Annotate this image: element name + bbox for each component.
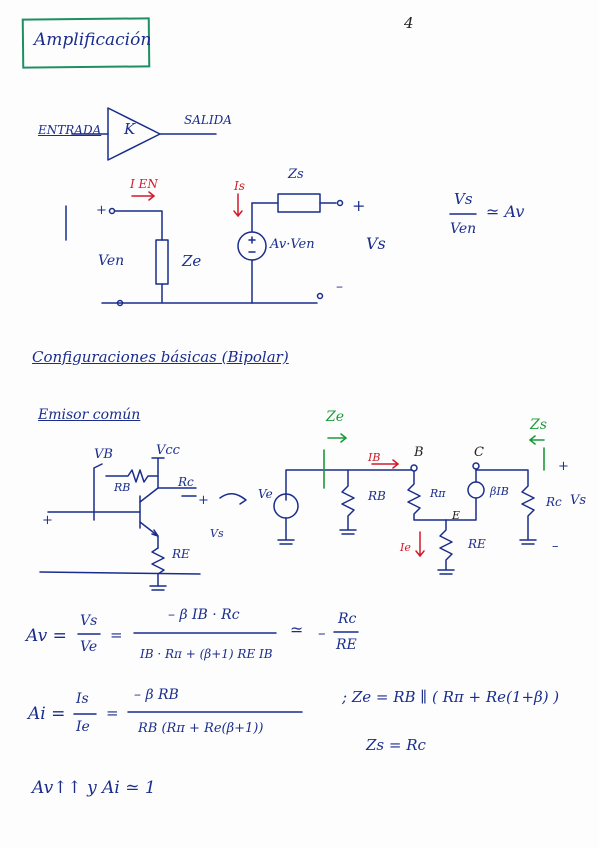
dependent-source-label: Av·Ven [270,237,315,252]
page-number: 4 [404,14,414,32]
ss-rc-label: Rc [546,495,562,509]
node-c-label: C [474,445,484,460]
ss-rb-label: RB [368,489,386,503]
av-frac1-num: Vs [80,613,98,629]
ce-vs-label: Vs [210,527,224,540]
output-minus: – [336,279,343,295]
ce-output-plus: + [198,493,209,508]
ratio-numerator: Vs [454,190,473,208]
av-lhs: Av = [26,626,67,646]
ai-frac-num: Is [76,691,89,707]
small-signal-model [273,462,537,575]
ss-re-label: RE [468,537,486,551]
ve-label: Ve [258,487,273,501]
ai-numerator: – β RB [134,687,179,703]
impedance-markers [323,433,545,489]
block-output-label: SALIDA [184,113,232,127]
ratio-denominator: Ven [450,221,477,237]
re-label: RE [172,547,190,561]
av-approx: ≃ [290,620,304,639]
ss-minus: – [552,539,559,554]
ai-frac-den: Ie [76,719,90,735]
av-result-num: Rc [338,611,357,627]
output-plus: + [352,196,366,215]
rpi-label: Rπ [430,487,446,500]
ratio-result: ≃ Av [486,202,525,221]
amplifier-triangle [71,107,217,161]
input-impedance-equation: ; Ze = RB ∥ ( Rπ + Re(1+β) ) [342,688,560,706]
output-impedance-equation: Zs = Rc [366,736,426,754]
output-impedance-label: Zs [288,167,304,182]
av-frac1-den: Ve [80,639,98,655]
equivalent-circuit [65,193,344,307]
node-e-label: E [452,509,461,522]
av-result-den: RE [336,637,357,653]
rc-label: Rc [178,475,194,489]
ze-label: Ze [326,409,345,425]
ai-denominator: RB (Rπ + Re(β+1)) [138,721,264,736]
av-numerator: – β IB · Rc [168,607,240,623]
input-current-label: I EN [130,177,158,191]
output-voltage-label: Vs [366,234,386,253]
current-arrows [131,191,425,558]
ai-lhs: Ai = [28,704,66,724]
block-gain-label: K [124,120,136,138]
fraction-bars [73,213,477,715]
ib-label: IB [368,451,381,464]
common-emitter-circuit [39,457,247,591]
rb-label: RB [114,481,131,494]
ss-plus: + [558,459,569,474]
av-denominator: IB · Rπ + (β+1) RE IB [140,647,273,661]
input-impedance-label: Ze [182,252,202,270]
av-equals: = [110,626,123,644]
node-b-label: B [414,445,424,460]
page-title: Amplificación [34,30,152,50]
av-result-sign: – [318,624,326,642]
output-current-label: Is [234,179,245,193]
subsection-heading: Emisor común [38,407,141,423]
zs-label: Zs [530,417,547,433]
input-plus: + [96,203,107,218]
vb-label: VB [94,447,113,462]
section-heading: Configuraciones básicas (Bipolar) [32,348,289,366]
ai-equals: = [106,704,119,722]
block-input-label: ENTRADA [38,123,102,137]
conclusion: Av↑↑ y Ai ≃ 1 [32,778,156,798]
ie-label: Ie [400,541,411,554]
ce-input-plus: + [42,513,53,528]
input-voltage-label: Ven [98,253,125,269]
beta-ib-label: βIB [490,485,509,498]
vcc-label: Vcc [156,443,180,458]
ss-vs-label: Vs [570,493,587,508]
